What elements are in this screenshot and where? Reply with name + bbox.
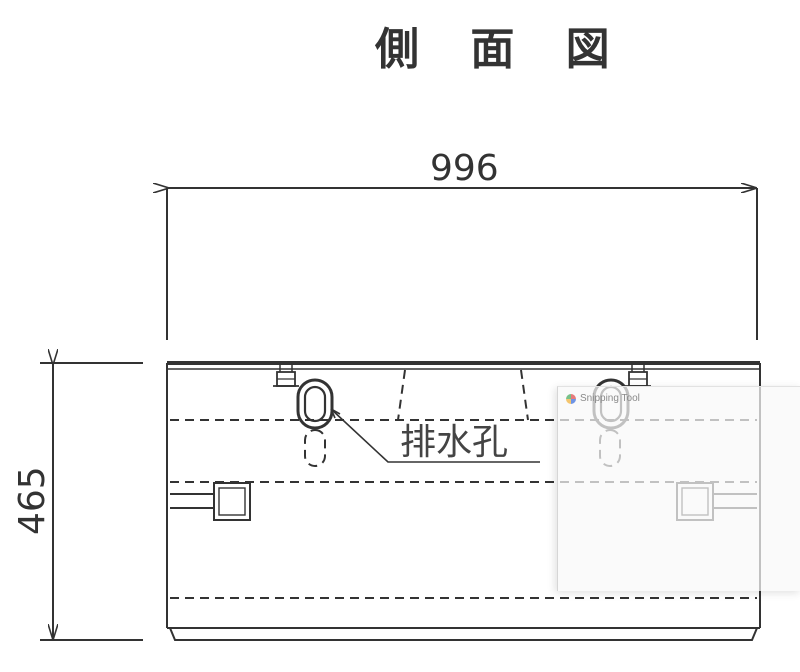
drain-hole-left bbox=[296, 378, 334, 430]
width-dimension-value: 996 bbox=[430, 148, 499, 189]
height-dimension: 465 bbox=[12, 363, 143, 641]
bolt-left bbox=[273, 363, 299, 387]
drain-hole-label: 排水孔 bbox=[400, 422, 508, 463]
height-dimension-value: 465 bbox=[12, 466, 53, 535]
snipping-tool-title: Snipping Tool bbox=[580, 393, 640, 404]
side-bracket-left bbox=[170, 482, 251, 521]
drain-hole-leader bbox=[330, 408, 540, 463]
bolt-right bbox=[625, 363, 651, 387]
drawing-title: 側 面 図 bbox=[374, 24, 628, 75]
snipping-tool-icon bbox=[566, 393, 576, 404]
hidden-lines bbox=[170, 369, 757, 599]
width-dimension: 996 bbox=[167, 148, 758, 340]
snipping-tool-header: Snipping Tool bbox=[566, 393, 640, 404]
snipping-tool-overlay[interactable]: Snipping Tool bbox=[557, 386, 800, 591]
